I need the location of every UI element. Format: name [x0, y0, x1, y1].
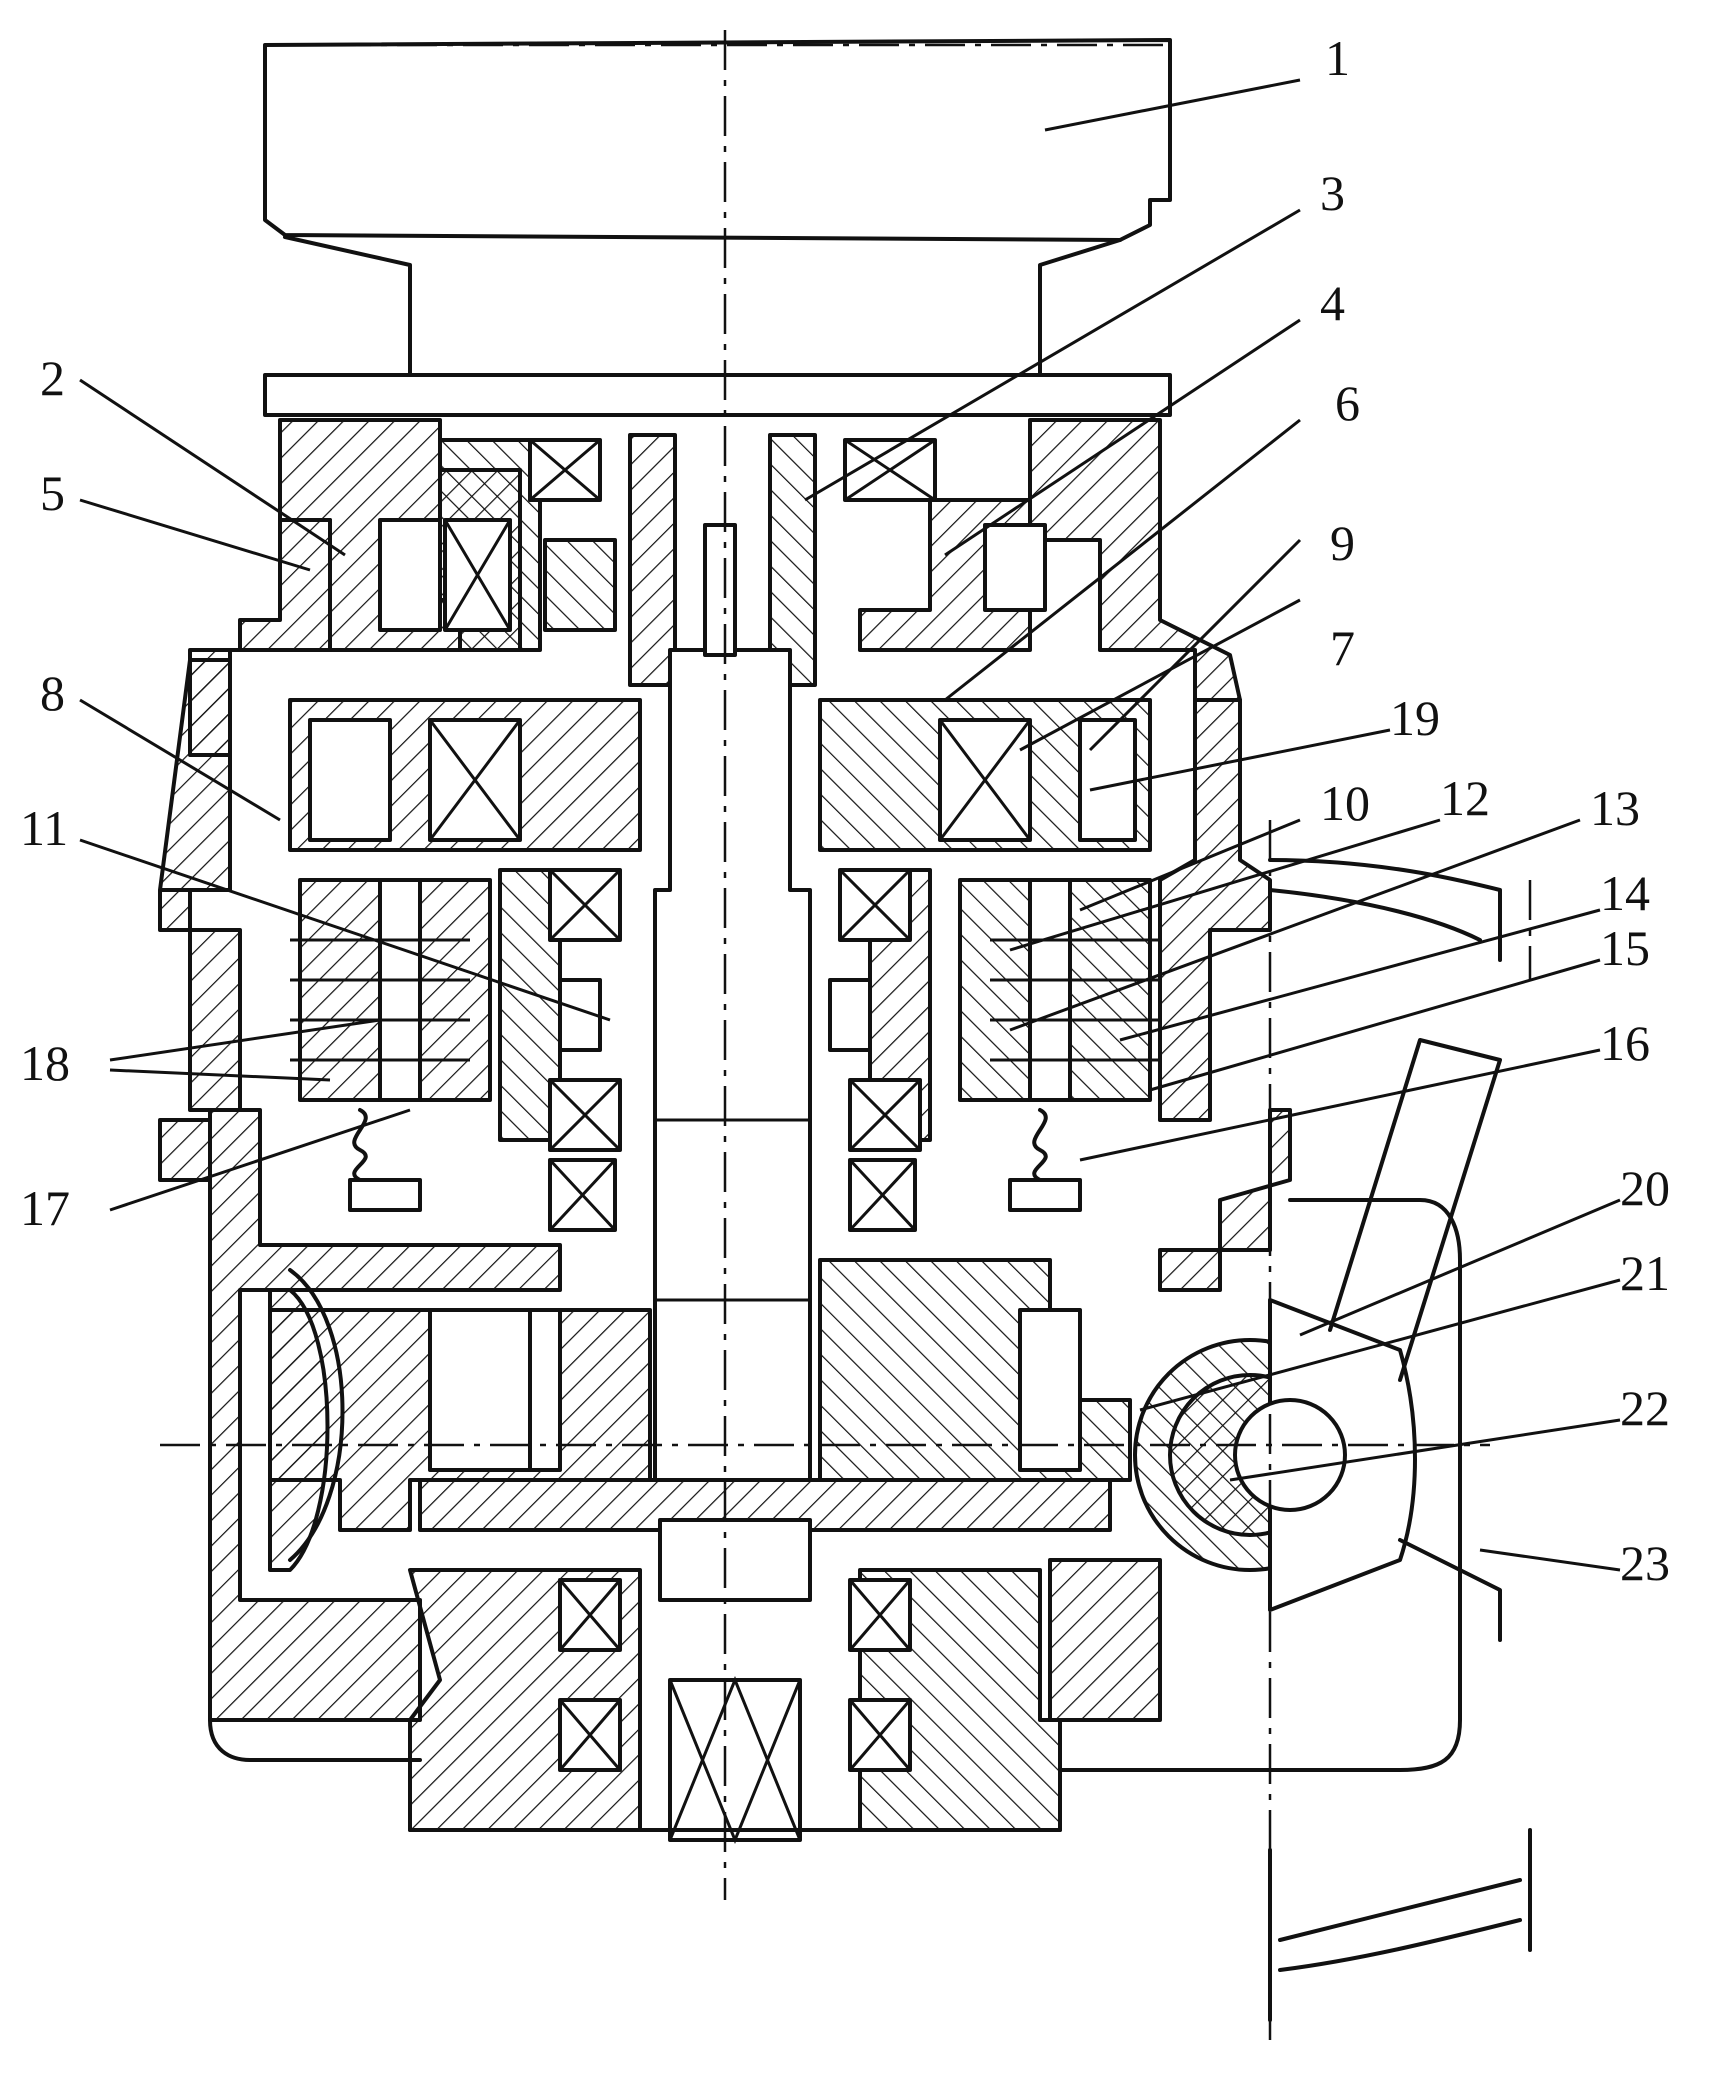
- label-7: 7: [1330, 620, 1355, 676]
- label-14: 14: [1600, 865, 1650, 921]
- label-1: 1: [1325, 30, 1350, 86]
- label-5: 5: [40, 465, 65, 521]
- label-18: 18: [20, 1035, 70, 1091]
- label-22: 22: [1620, 1380, 1670, 1436]
- label-16: 16: [1600, 1015, 1650, 1071]
- label-11: 11: [20, 800, 68, 856]
- label-10: 10: [1320, 775, 1370, 831]
- label-12: 12: [1440, 770, 1490, 826]
- label-13: 13: [1590, 780, 1640, 836]
- output-hub: [410, 1520, 1060, 1840]
- label-21: 21: [1620, 1245, 1670, 1301]
- label-4: 4: [1320, 275, 1345, 331]
- motor-flange: [265, 375, 1170, 415]
- label-2: 2: [40, 350, 65, 406]
- label-19: 19: [1390, 690, 1440, 746]
- motor-housing: [265, 40, 1170, 415]
- main-shaft: [655, 525, 810, 1480]
- label-17: 17: [20, 1180, 70, 1236]
- label-8: 8: [40, 665, 65, 721]
- label-20: 20: [1620, 1160, 1670, 1216]
- label-9: 9: [1330, 515, 1355, 571]
- label-15: 15: [1600, 920, 1650, 976]
- label-6: 6: [1335, 375, 1360, 431]
- label-3: 3: [1320, 165, 1345, 221]
- label-23: 23: [1620, 1535, 1670, 1591]
